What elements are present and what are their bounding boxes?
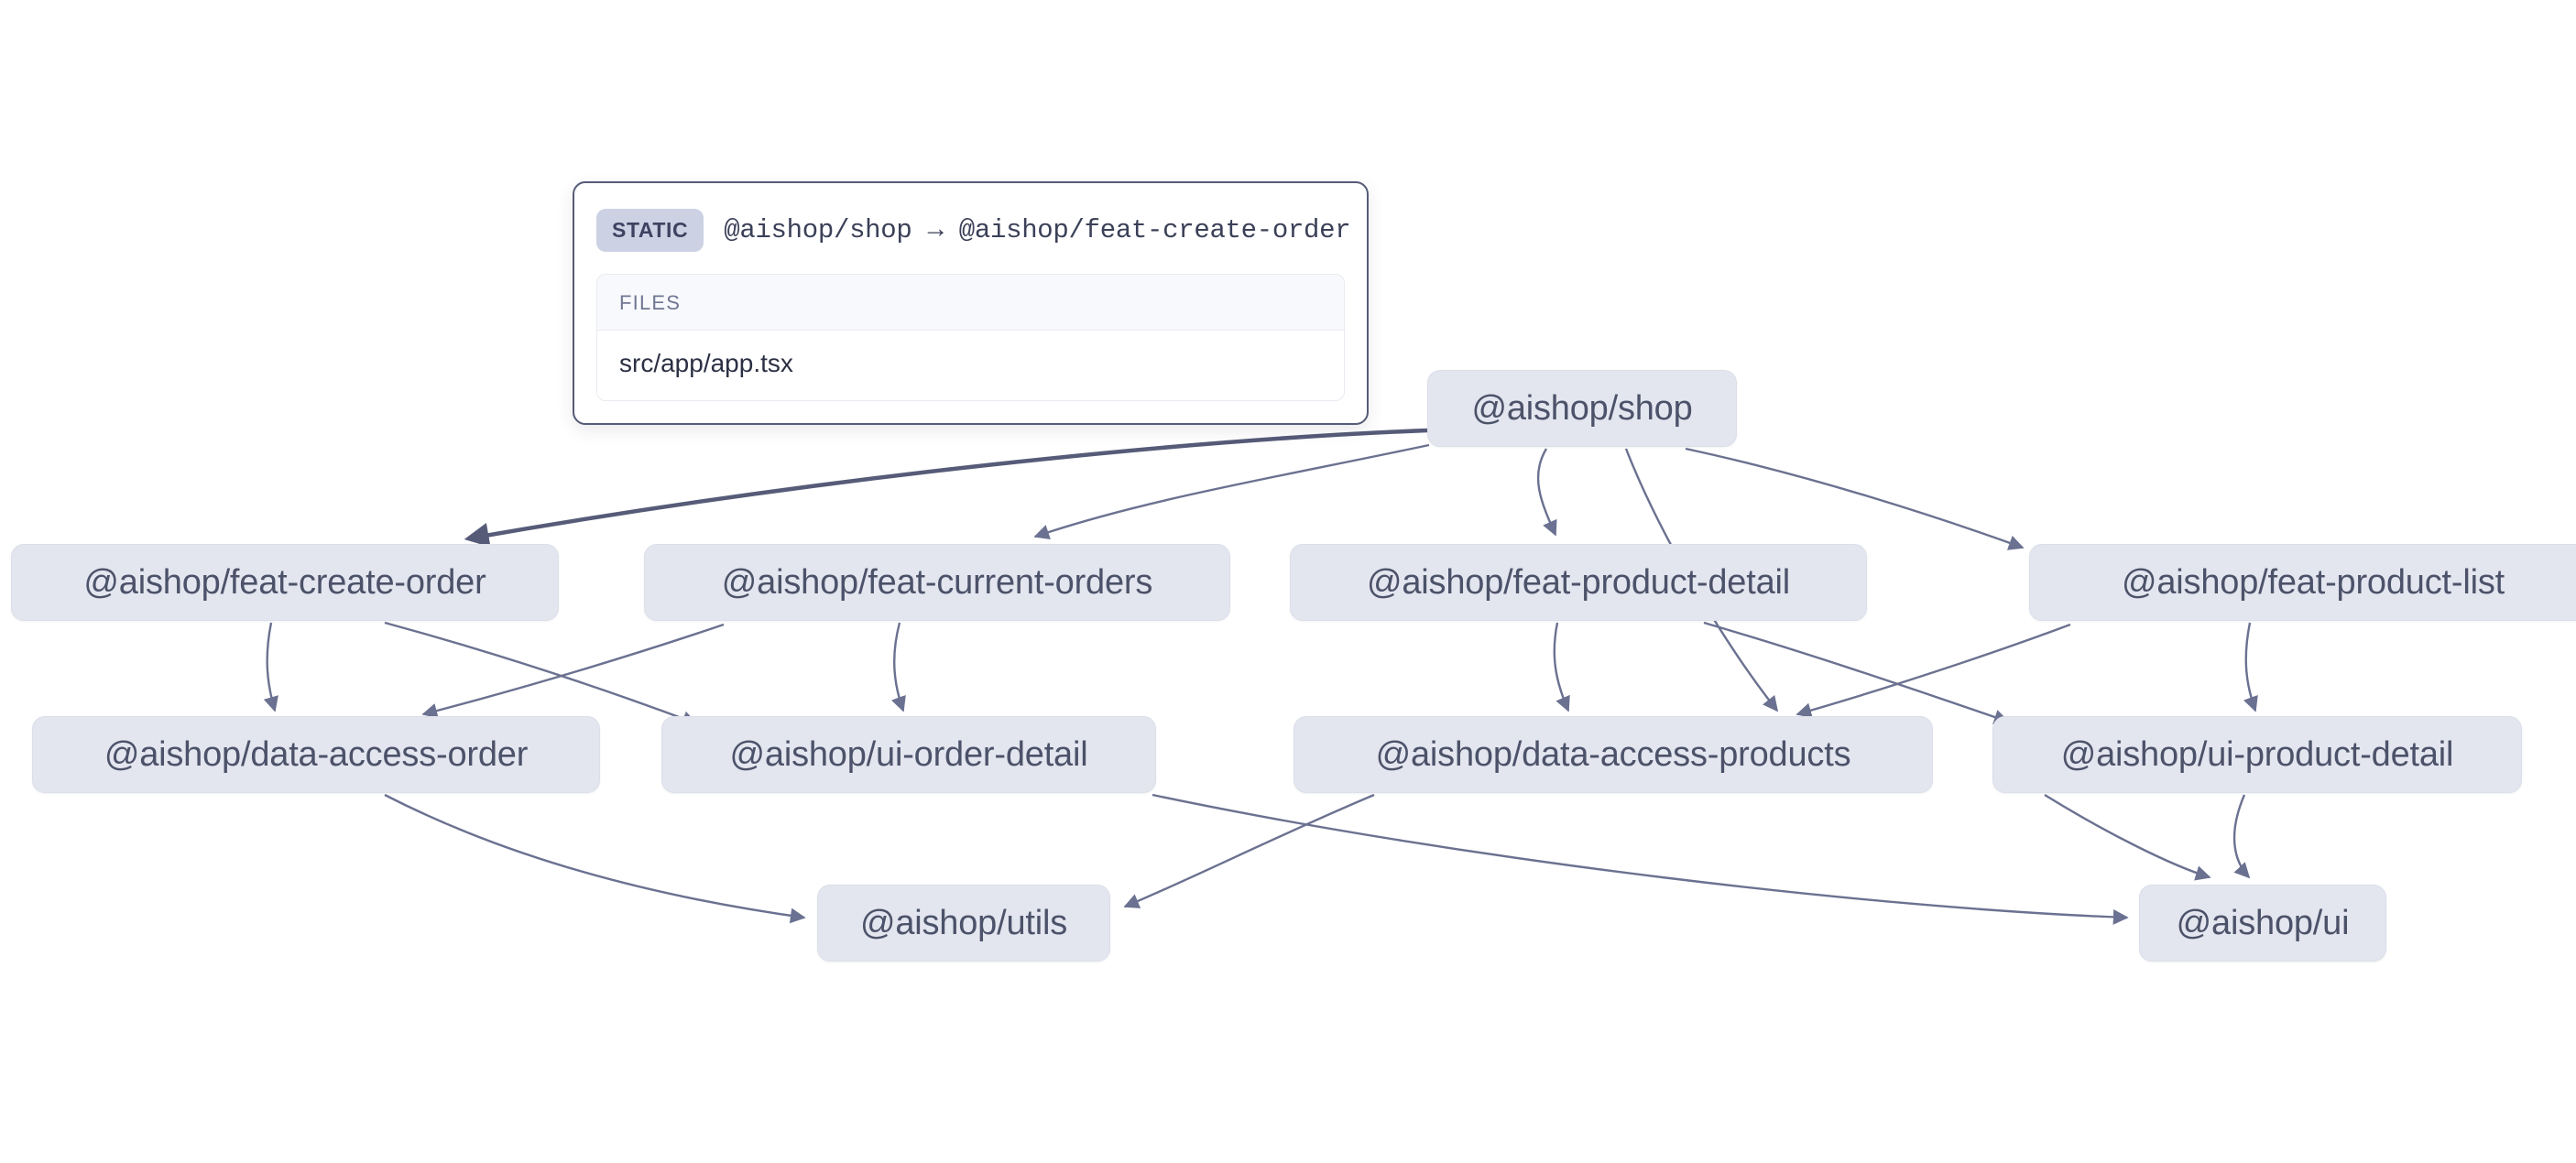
files-section: FILES src/app/app.tsx [596,274,1345,401]
graph-node-utils[interactable]: @aishop/utils [817,885,1110,962]
graph-node-data-access-products[interactable]: @aishop/data-access-products [1293,716,1933,793]
graph-node-feat-current-orders[interactable]: @aishop/feat-current-orders [644,544,1230,621]
files-section-header: FILES [597,275,1344,331]
graph-edges [263,428,2258,925]
graph-node-ui[interactable]: @aishop/ui [2139,885,2386,962]
graph-node-data-access-order[interactable]: @aishop/data-access-order [32,716,600,793]
graph-node-label: @aishop/feat-current-orders [721,562,1153,602]
graph-edge[interactable] [1123,793,1375,908]
graph-edge[interactable] [1703,621,2010,725]
graph-node-feat-product-list[interactable]: @aishop/feat-product-list [2029,544,2576,621]
tooltip-header: STATIC @aishop/shop → @aishop/feat-creat… [596,203,1351,255]
graph-edge[interactable] [421,623,725,719]
graph-node-ui-product-detail[interactable]: @aishop/ui-product-detail [1992,716,2522,793]
graph-node-label: @aishop/data-access-order [104,734,529,774]
graph-node-label: @aishop/ui-product-detail [2060,734,2454,774]
graph-edge[interactable] [1152,793,2129,925]
graph-node-ui-order-detail[interactable]: @aishop/ui-order-detail [661,716,1156,793]
graph-edge[interactable] [384,793,806,924]
graph-edge[interactable] [464,428,1428,548]
graph-edge[interactable] [1033,443,1430,540]
graph-edge[interactable] [384,621,698,726]
graph-node-label: @aishop/shop [1471,388,1693,428]
graph-node-feat-product-detail[interactable]: @aishop/feat-product-detail [1290,544,1867,621]
graph-node-shop[interactable]: @aishop/shop [1427,370,1737,447]
graph-edge[interactable] [891,622,906,712]
graph-node-label: @aishop/utils [859,903,1068,942]
files-list: src/app/app.tsx [597,331,1344,400]
graph-node-feat-create-order[interactable]: @aishop/feat-create-order [11,544,559,621]
graph-edge[interactable] [1553,622,1570,712]
graph-node-label: @aishop/feat-product-list [2122,562,2505,602]
graph-edge[interactable] [2044,793,2211,881]
dependency-type-badge: STATIC [596,209,704,252]
graph-node-label: @aishop/ui [2176,903,2350,942]
graph-edge[interactable] [1796,623,2071,718]
graph-edge[interactable] [2243,622,2258,712]
graph-edge[interactable] [263,622,278,712]
graph-node-label: @aishop/ui-order-detail [729,734,1088,774]
graph-node-label: @aishop/data-access-products [1375,734,1851,774]
graph-node-label: @aishop/feat-product-detail [1367,562,1790,602]
graph-edge[interactable] [1536,448,1557,537]
graph-edge[interactable] [1685,447,2025,550]
tooltip-title: @aishop/shop → @aishop/feat-create-order [724,215,1351,245]
file-row[interactable]: src/app/app.tsx [619,349,793,377]
graph-node-label: @aishop/feat-create-order [83,562,486,602]
edge-detail-tooltip[interactable]: STATIC @aishop/shop → @aishop/feat-creat… [573,181,1369,425]
graph-edge[interactable] [2232,794,2251,879]
